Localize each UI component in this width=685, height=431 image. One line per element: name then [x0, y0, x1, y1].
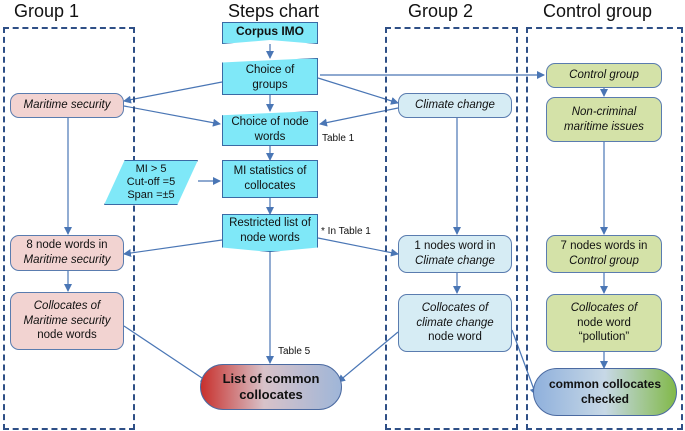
table5-note: Table 5: [278, 346, 311, 357]
arrow-restricted-to-g2nodes: [317, 237, 399, 257]
arrow-groups-to-climate: [317, 77, 399, 105]
control-node-words-box: 7 nodes words in Control group: [546, 235, 662, 273]
arrow-restricted-to-g1nodes: [123, 239, 223, 257]
non-criminal-issues-box: Non-criminal maritime issues: [546, 97, 662, 142]
arrow-maritime-to-nodewords: [123, 105, 221, 127]
arrow-g2colloc-to-final: [337, 331, 399, 383]
corpus-imo-box: Corpus IMO: [222, 22, 318, 44]
mi-param-cutoff: Cut-off =5: [126, 175, 176, 188]
control-container: [526, 27, 683, 430]
maritime-security-box: Maritime security: [10, 93, 124, 118]
steps-heading: Steps chart: [228, 1, 320, 21]
common-collocates-final: List of common collocates: [200, 364, 342, 410]
arrow-groups-to-maritime: [123, 81, 223, 104]
g1-collocates-box: Collocates of Maritime security node wor…: [10, 292, 124, 350]
control-group-box: Control group: [546, 63, 662, 88]
group1-container: [3, 27, 135, 430]
table1-note: Table 1: [322, 133, 355, 144]
restricted-list-box: Restricted list of node words: [222, 214, 318, 252]
group2-heading: Group 2: [408, 1, 474, 21]
g2-collocates-box: Collocates of climate change node word: [398, 294, 512, 352]
arrow-g1colloc-to-final: [123, 325, 209, 383]
g1-node-words-box: 8 node words in Maritime security: [10, 235, 124, 271]
group1-heading: Group 1: [14, 1, 80, 21]
climate-change-box: Climate change: [398, 93, 512, 118]
mi-statistics-box: MI statistics of collocates: [222, 160, 318, 198]
choice-of-node-words-box: Choice of node words: [222, 111, 318, 146]
mi-param-threshold: MI > 5: [135, 162, 167, 175]
common-collocates-checked: common collocates checked: [533, 368, 677, 416]
group2-container: [385, 27, 518, 430]
choice-of-groups-box: Choice of groups: [222, 58, 318, 95]
control-heading: Control group: [543, 1, 653, 21]
mi-param-span: Span =±5: [127, 189, 175, 202]
control-collocates-box: Collocates of node word “pollution”: [546, 294, 662, 352]
g2-node-words-box: 1 nodes word in Climate change: [398, 235, 512, 273]
in-table1-note: * In Table 1: [321, 226, 371, 237]
